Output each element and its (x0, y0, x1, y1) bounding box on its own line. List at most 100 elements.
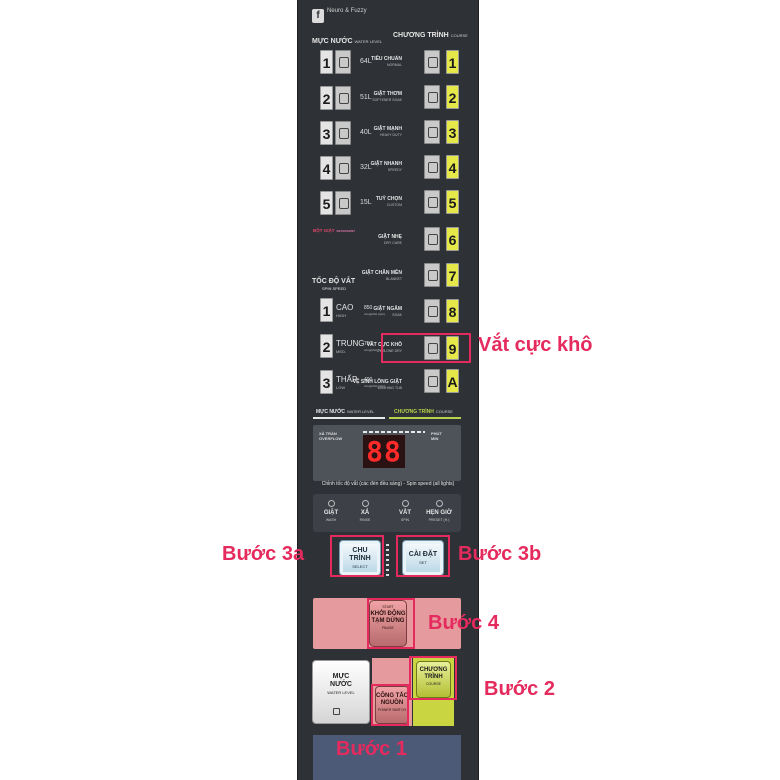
water-level-value: 32L (360, 164, 372, 171)
water-level-value: 64L (360, 58, 372, 65)
cyclone-dry-highlight (381, 333, 471, 363)
step3a-annotation: Bước 3a (222, 543, 305, 565)
water-level-number: 2 (320, 86, 333, 110)
water-tub-icon (335, 191, 351, 215)
shirt-icon (424, 50, 440, 74)
spin-speed-header-en: SPIN SPEED (322, 286, 347, 291)
water-tub-icon (335, 86, 351, 110)
water-level-number: 1 (320, 50, 333, 74)
tub-clean-icon (424, 369, 440, 393)
water-indicator-line (313, 417, 385, 419)
course-number: 5 (446, 190, 459, 214)
level-bars (363, 431, 425, 433)
course-number: 8 (446, 299, 459, 323)
cyclone-dry-annotation: Vắt cực khô (478, 334, 593, 356)
spin-number: 1 (320, 298, 333, 322)
bottom-bar (313, 735, 461, 780)
blanket-icon (424, 263, 440, 287)
water-tub-icon (335, 121, 351, 145)
course-number: 4 (446, 155, 459, 179)
water-level-number: 5 (320, 191, 333, 215)
course-number: 3 (446, 120, 459, 144)
indicator-lines (313, 417, 461, 420)
separator-dots (386, 544, 389, 578)
step3b-highlight (396, 535, 450, 577)
water-level-value: 15L (360, 199, 372, 206)
course-number: 6 (446, 227, 459, 251)
course-number: 7 (446, 263, 459, 287)
course-indicator-line (389, 417, 461, 419)
course-number: 2 (446, 85, 459, 109)
step2-annotation: Bước 2 (484, 678, 555, 700)
step2-highlight (409, 656, 457, 700)
heavy-duty-icon (424, 120, 440, 144)
spin-number: 2 (320, 334, 333, 358)
brand-text: Neuro & Fuzzy (327, 8, 367, 14)
spin-speed-header: TỐC ĐỘ VẮT (312, 278, 356, 285)
step1-annotation: Bước 1 (336, 738, 407, 760)
water-level-value: 40L (360, 129, 372, 136)
water-level-number: 3 (320, 121, 333, 145)
spin-note: Chỉnh tốc độ vắt (các đèn đều sáng) - Sp… (321, 481, 455, 487)
step3b-annotation: Bước 3b (458, 543, 542, 565)
step4-annotation: Bước 4 (428, 612, 499, 634)
brand-logo: f (312, 9, 324, 23)
step3a-highlight (330, 535, 384, 577)
softener-icon (424, 85, 440, 109)
step4-highlight (367, 598, 415, 649)
step1-highlight (371, 684, 409, 726)
time-digits: 88 (363, 435, 405, 468)
course-number: 1 (446, 50, 459, 74)
course-number: A (446, 369, 459, 393)
course-number: 9 (446, 336, 459, 360)
cyclone-dry-icon (424, 336, 440, 360)
soak-icon (424, 299, 440, 323)
custom-icon (424, 190, 440, 214)
water-level-number: 4 (320, 156, 333, 180)
dry-care-icon (424, 227, 440, 251)
spin-number: 3 (320, 370, 333, 394)
water-tub-icon (335, 50, 351, 74)
speedy-icon (424, 155, 440, 179)
lock-icon (333, 708, 340, 715)
water-tub-icon (335, 156, 351, 180)
water-level-value: 51L (360, 94, 372, 101)
